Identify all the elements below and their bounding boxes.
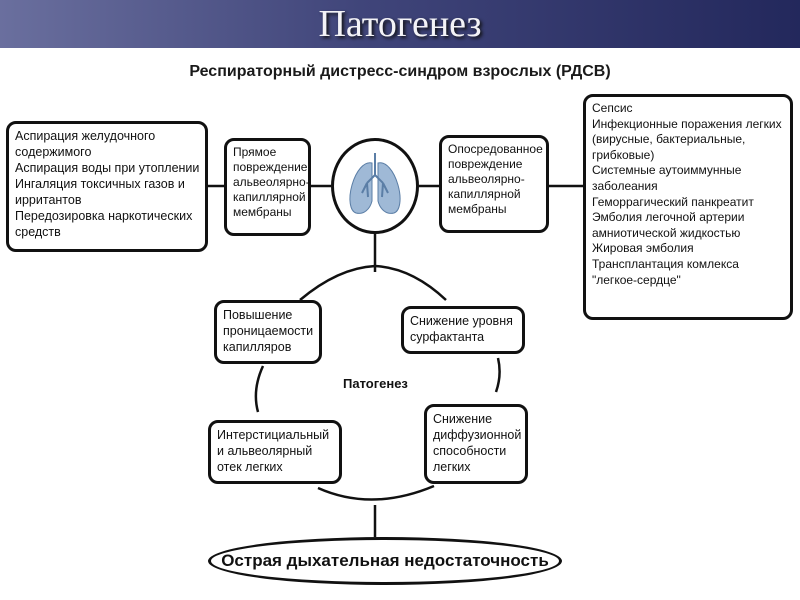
cause-text: амниотической жидкостью bbox=[592, 225, 741, 240]
diagram-title: Респираторный дистресс-синдром взрослых … bbox=[189, 63, 611, 80]
cause-text: ирритантов bbox=[15, 193, 82, 207]
direct-injury-text: мембраны bbox=[233, 205, 292, 219]
indirect-injury-box: Опосредованное повреждение альвеолярно- … bbox=[439, 135, 549, 233]
cause-text: "легкое-сердце" bbox=[592, 272, 681, 287]
left-causes-box: Аспирация желудочного содержимого Аспира… bbox=[6, 121, 208, 252]
cause-text: (вирусные, бактериальные, bbox=[592, 132, 746, 147]
cycle-label: Патогенез bbox=[343, 376, 408, 391]
outcome-text: Острая дыхательная недостаточность bbox=[221, 551, 549, 570]
cause-text: средств bbox=[15, 225, 61, 239]
diffusion-text: легких bbox=[433, 460, 471, 474]
cause-text: Эмболия легочной артерии bbox=[592, 210, 745, 225]
indirect-injury-text: альвеолярно- bbox=[448, 172, 525, 186]
direct-injury-box: Прямое повреждение альвеолярно- капилляр… bbox=[224, 138, 311, 236]
cause-text: Передозировка наркотических bbox=[15, 209, 193, 223]
outcome-ellipse: Острая дыхательная недостаточность bbox=[208, 537, 562, 585]
cause-text: Инфекционные поражения легких bbox=[592, 116, 782, 131]
cycle-arc-left bbox=[254, 365, 265, 413]
cause-text: содержимого bbox=[15, 145, 92, 159]
right-causes-box: Сепсис Инфекционные поражения легких (ви… bbox=[583, 94, 793, 320]
indirect-injury-text: Опосредованное bbox=[448, 142, 543, 156]
edema-text: отек легких bbox=[217, 460, 283, 474]
cause-text: заболеания bbox=[592, 178, 658, 193]
cause-text: Сепсис bbox=[592, 101, 633, 115]
diffusion-text: способности bbox=[433, 444, 507, 458]
indirect-injury-text: повреждение bbox=[448, 157, 523, 171]
direct-injury-text: повреждение bbox=[233, 160, 308, 174]
edema-text: и альвеолярный bbox=[217, 444, 313, 458]
permeability-text: Повышение bbox=[223, 308, 293, 322]
surfactant-text: сурфактанта bbox=[410, 330, 485, 344]
direct-injury-text: альвеолярно- bbox=[233, 175, 310, 189]
direct-injury-text: капиллярной bbox=[233, 190, 306, 204]
cycle-arc-top bbox=[299, 264, 447, 301]
edema-box: Интерстициальный и альвеолярный отек лег… bbox=[208, 420, 342, 484]
cause-text: Аспирация желудочного bbox=[15, 129, 156, 143]
permeability-text: капилляров bbox=[223, 340, 292, 354]
cause-text: Аспирация воды при утоплении bbox=[15, 161, 200, 175]
indirect-injury-text: капиллярной bbox=[448, 187, 521, 201]
slide-title: Патогенез bbox=[318, 3, 482, 45]
cause-text: Трансплантация комлекса bbox=[592, 256, 739, 271]
lungs-icon bbox=[349, 153, 401, 214]
diffusion-text: Снижение bbox=[433, 412, 493, 426]
cause-text: Геморрагический панкреатит bbox=[592, 194, 754, 209]
cycle-arc-right bbox=[494, 357, 501, 393]
lung-circle bbox=[331, 138, 419, 234]
cycle-arc-bottom bbox=[317, 484, 435, 501]
diffusion-box: Снижение диффузионной способности легких bbox=[424, 404, 528, 484]
diffusion-text: диффузионной bbox=[433, 428, 522, 442]
direct-injury-text: Прямое bbox=[233, 145, 277, 159]
cause-text: грибковые) bbox=[592, 147, 655, 162]
indirect-injury-text: мембраны bbox=[448, 202, 507, 216]
cause-text: Жировая эмболия bbox=[592, 241, 694, 256]
cause-text: Ингаляция токсичных газов и bbox=[15, 177, 185, 191]
permeability-text: проницаемости bbox=[223, 324, 314, 338]
title-banner: Патогенез bbox=[0, 0, 800, 48]
edema-text: Интерстициальный bbox=[217, 428, 330, 442]
permeability-box: Повышение проницаемости капилляров bbox=[214, 300, 322, 364]
surfactant-text: Снижение уровня bbox=[410, 314, 513, 328]
surfactant-box: Снижение уровня сурфактанта bbox=[401, 306, 525, 354]
cause-text: Системные аутоиммунные bbox=[592, 163, 742, 178]
